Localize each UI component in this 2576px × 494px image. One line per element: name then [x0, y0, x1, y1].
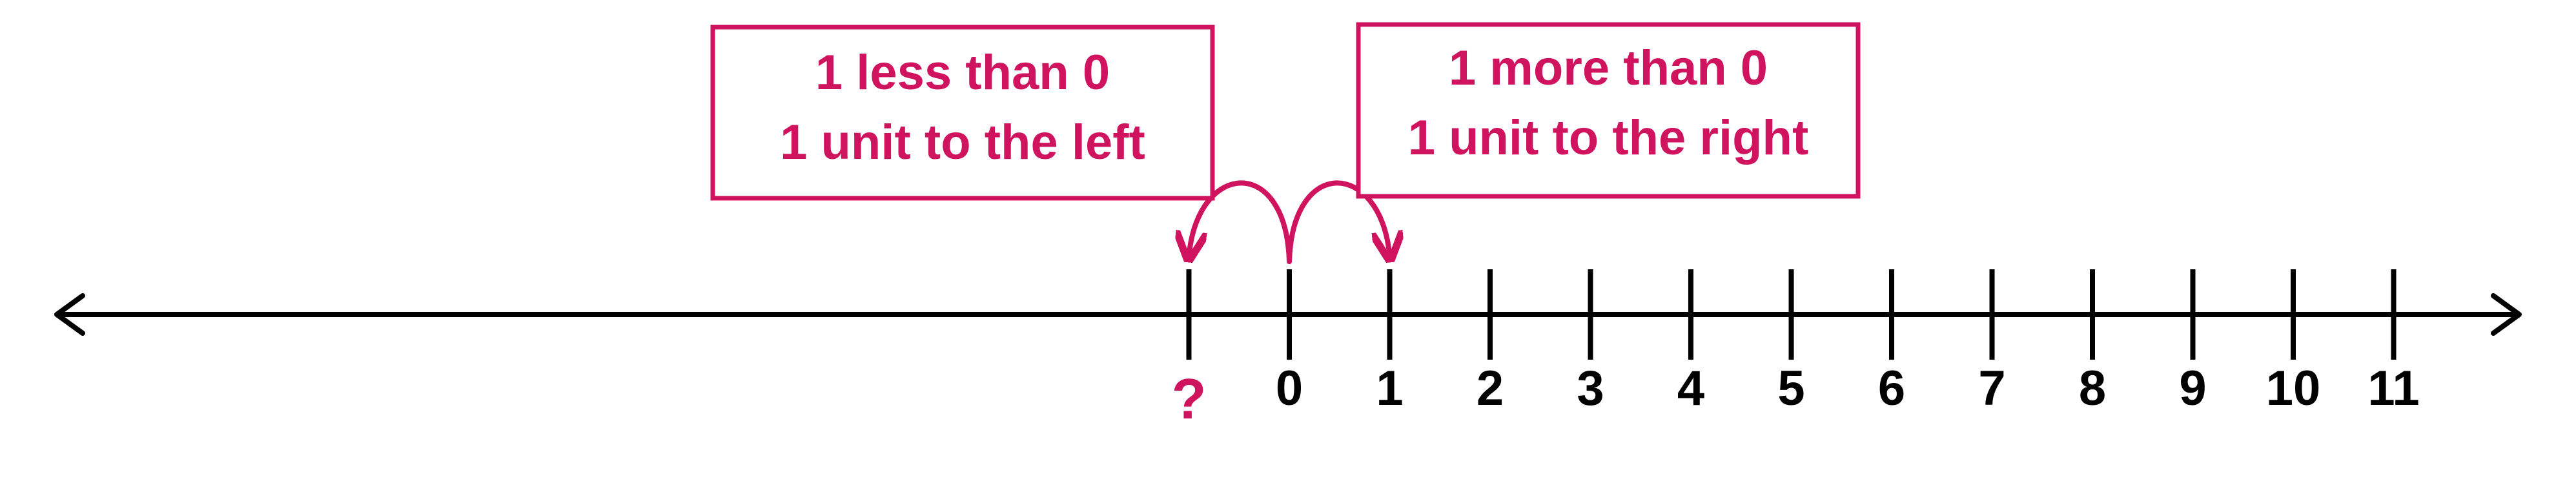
- tick-label-1: 1: [1376, 361, 1403, 416]
- tick-label-0: 0: [1276, 361, 1303, 416]
- callout-left-box: [710, 25, 1215, 201]
- hop-arc-left: [1189, 180, 1292, 264]
- callout-left-line1: 1 less than 0: [815, 45, 1110, 100]
- tick-label-5: 5: [1777, 361, 1804, 416]
- tick-label-7: 7: [1978, 361, 2005, 416]
- callout-right: 1 more than 0 1 unit to the right: [1356, 22, 1861, 199]
- tick-label-6: 6: [1878, 361, 1905, 416]
- tick-label-9: 9: [2179, 361, 2206, 416]
- tick-label-11: 11: [2367, 361, 2419, 416]
- tick-label-8: 8: [2079, 361, 2106, 416]
- tick-label-2: 2: [1477, 361, 1504, 416]
- hop-arc-right: [1287, 180, 1389, 264]
- left-arrowhead: [54, 293, 85, 336]
- right-arrowhead: [2491, 293, 2522, 336]
- unknown-value-label: ?: [1172, 367, 1207, 431]
- tick-labels: ? 0 1 2 3 4 5 6 7 8 9 10 11: [1172, 361, 2420, 431]
- callout-right-line1: 1 more than 0: [1449, 41, 1768, 96]
- callout-left: 1 less than 0 1 unit to the left: [710, 25, 1215, 201]
- tick-marks: [1186, 269, 2397, 360]
- tick-label-10: 10: [2266, 361, 2321, 416]
- callout-left-line2: 1 unit to the left: [780, 115, 1145, 170]
- tick-label-4: 4: [1677, 361, 1704, 416]
- callout-right-box: [1356, 22, 1861, 199]
- tick-label-3: 3: [1577, 361, 1604, 416]
- callout-right-line2: 1 unit to the right: [1408, 110, 1809, 165]
